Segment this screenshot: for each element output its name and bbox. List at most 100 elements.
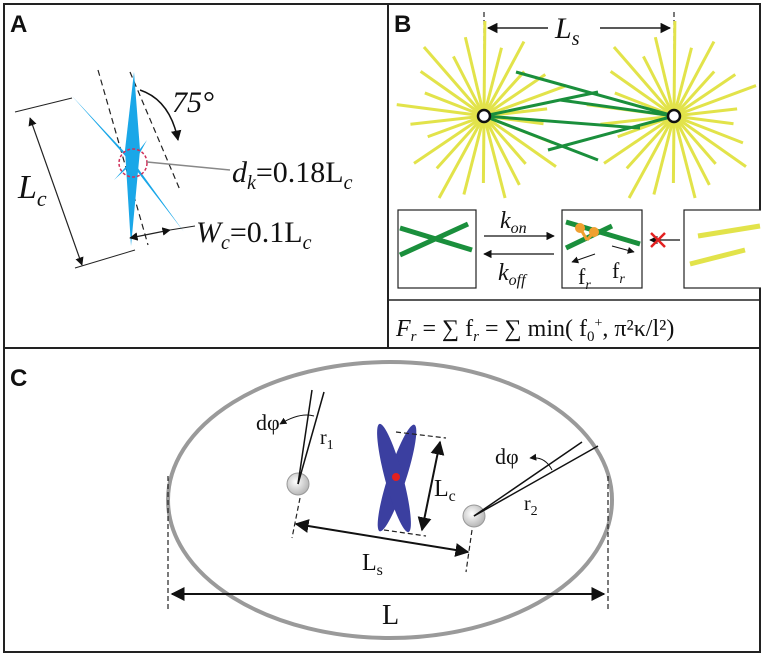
aster-ray — [419, 70, 485, 118]
centromere — [392, 473, 400, 481]
aster-ray — [462, 115, 486, 195]
mt2-line-b — [473, 441, 583, 517]
dphi2-arc — [529, 453, 553, 471]
aster-ray — [483, 84, 568, 118]
box-motor — [561, 209, 643, 289]
box-parallel — [683, 209, 761, 289]
wc-dimension-arrow — [129, 227, 171, 241]
panel-b-label: B — [394, 11, 411, 38]
r1-label: r1 — [320, 427, 334, 453]
aster-ray — [482, 47, 503, 117]
aster-ray — [422, 45, 486, 117]
aster-ray — [452, 55, 486, 117]
green-mt-3 — [483, 114, 599, 162]
aster-ray — [672, 40, 716, 117]
lc-marker-top — [395, 431, 447, 439]
centerline-1 — [97, 69, 149, 246]
aster-ray — [424, 91, 485, 118]
angle-reference-line — [129, 71, 181, 191]
kon-label: kon — [500, 208, 527, 237]
aster-ray — [625, 114, 676, 170]
aster-ray — [653, 36, 676, 117]
aster-ray — [627, 115, 676, 199]
aster-ray — [673, 114, 744, 145]
aster-ray — [609, 70, 675, 118]
aster-ray — [482, 20, 487, 117]
aster-ray — [672, 115, 717, 165]
panel-a: A 75° Lc dk=0.18Lc Wc=0.1Lc — [3, 3, 389, 349]
panel-c: C L dφ r1 dφ r2 Lc Ls — [3, 347, 761, 653]
dphi1-label: dφ — [256, 410, 280, 435]
ls-label: Ls — [554, 12, 580, 50]
fr-label-2: fr — [612, 258, 625, 287]
aster-ray — [410, 114, 485, 126]
kinetochore-circle — [118, 148, 148, 178]
aster-ray — [396, 103, 485, 118]
lc-dimension-arrow — [28, 117, 84, 266]
koff-label: koff — [498, 260, 528, 289]
aster-ray — [482, 70, 526, 118]
aster-ray — [672, 115, 711, 186]
l-label: L — [382, 600, 399, 631]
mt1-line-a — [297, 389, 313, 485]
mt1-line-b — [297, 391, 325, 485]
wc-leader — [169, 225, 196, 231]
lc-extension-bottom — [74, 249, 136, 269]
aster-ray — [603, 114, 675, 165]
lc-label-c: Lc — [434, 476, 456, 505]
aster-ray — [427, 114, 485, 139]
mt2-line-a — [473, 445, 599, 517]
motor-stalk-2 — [585, 231, 596, 241]
aster-ray — [672, 70, 716, 118]
aster-ray — [482, 40, 526, 117]
aster-ray — [481, 115, 486, 184]
aster-ray — [642, 55, 676, 117]
cross-mark-b — [650, 232, 666, 248]
aster-ray — [673, 107, 738, 118]
aster-ray — [673, 84, 757, 118]
aster-ray — [463, 36, 486, 117]
aster-ray — [482, 115, 507, 199]
dk-leader-line — [146, 161, 231, 171]
aster-ray — [413, 114, 485, 165]
aster-ray — [652, 115, 676, 195]
aster-ray — [600, 114, 675, 126]
ls-dimension-arrow-c — [294, 519, 470, 557]
aster-ray — [673, 114, 734, 126]
ls-marker-right-c — [465, 529, 473, 573]
aster-ray — [437, 115, 486, 199]
panel-b: B Ls kon koff — [387, 3, 761, 349]
green-mt-6 — [559, 98, 675, 118]
force-formula: Fr = ∑ fr = ∑ min( f0+, π²κ/l²) — [395, 316, 674, 345]
ls-marker-left-c — [291, 497, 301, 539]
angle-label: 75° — [172, 86, 214, 119]
dphi1-arc — [279, 414, 315, 425]
panel-a-label: A — [10, 11, 27, 38]
box3-mt-a — [697, 223, 761, 239]
angle-arc — [139, 89, 182, 142]
aster-ray — [483, 73, 547, 118]
green-mt-1 — [483, 90, 599, 118]
centrosome-right — [666, 108, 682, 124]
motor-stalk — [578, 227, 589, 241]
lc-extension-top — [14, 97, 73, 113]
aster-ray — [482, 115, 527, 165]
fr-arrow-2 — [611, 245, 635, 254]
aster-ray — [612, 45, 676, 117]
aster-ray — [672, 20, 677, 117]
aster-ray — [671, 115, 676, 184]
aster-ray — [482, 115, 521, 186]
fr-arrow-1 — [571, 253, 596, 264]
panel-c-border — [3, 347, 761, 653]
box3-mt-b — [689, 247, 746, 267]
aster-ray — [483, 114, 557, 168]
fr-label-1: fr — [578, 264, 591, 293]
lc-dimension-arrow-c — [417, 440, 445, 532]
green-mt-2 — [483, 114, 641, 130]
aster-ray — [672, 47, 693, 117]
r2-label: r2 — [524, 493, 538, 519]
centrosome-left — [476, 108, 492, 124]
aster-ray — [673, 114, 747, 168]
dphi2-label: dφ — [495, 444, 519, 469]
